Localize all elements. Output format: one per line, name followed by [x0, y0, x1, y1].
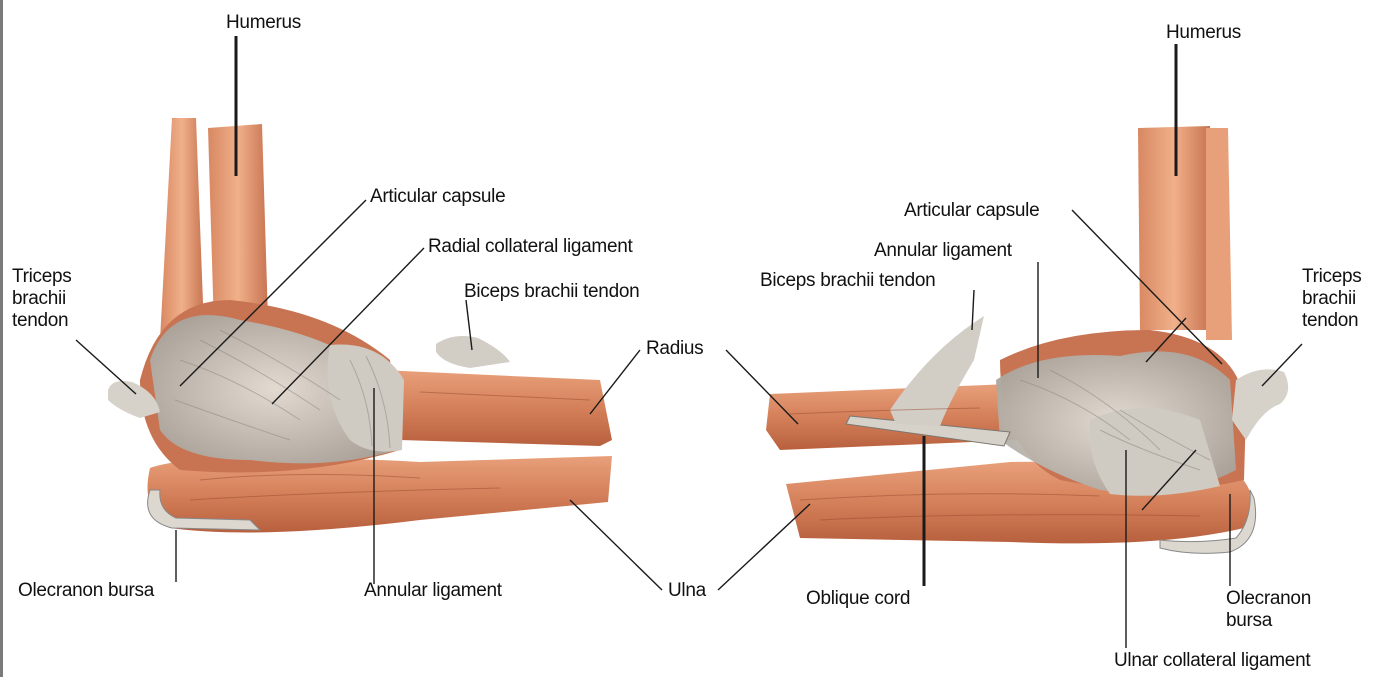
label-annular-ligament-right: Annular ligament: [874, 240, 1012, 262]
right-humerus-back: [1206, 128, 1232, 340]
label-ulnar-collateral-ligament: Ulnar collateral ligament: [1114, 650, 1310, 672]
label-olecranon-bursa-right: Olecranon bursa: [1226, 588, 1326, 632]
label-oblique-cord: Oblique cord: [806, 588, 910, 610]
label-radius: Radius: [646, 338, 703, 360]
label-biceps-brachii-tendon-left: Biceps brachii tendon: [464, 281, 639, 303]
label-triceps-brachii-tendon-right: Triceps brachii tendon: [1302, 266, 1384, 332]
label-articular-capsule-left: Articular capsule: [370, 186, 505, 208]
label-humerus-left: Humerus: [226, 12, 301, 34]
label-ulna: Ulna: [668, 580, 706, 602]
left-humerus-front: [208, 124, 268, 328]
label-annular-ligament-left: Annular ligament: [364, 580, 502, 602]
left-radius-bone: [380, 370, 612, 446]
label-biceps-brachii-tendon-right: Biceps brachii tendon: [760, 270, 935, 292]
label-articular-capsule-right: Articular capsule: [904, 200, 1039, 222]
right-triceps-tendon: [1232, 369, 1288, 440]
label-olecranon-bursa-left: Olecranon bursa: [18, 580, 154, 602]
right-humerus-shaft: [1138, 126, 1210, 330]
left-elbow-illustration: [108, 118, 612, 533]
right-elbow-illustration: [766, 126, 1288, 553]
label-triceps-brachii-tendon-left: Triceps brachii tendon: [12, 266, 94, 332]
left-biceps-tendon: [436, 336, 510, 368]
label-radial-collateral-ligament: Radial collateral ligament: [428, 236, 632, 258]
label-humerus-right: Humerus: [1166, 22, 1241, 44]
